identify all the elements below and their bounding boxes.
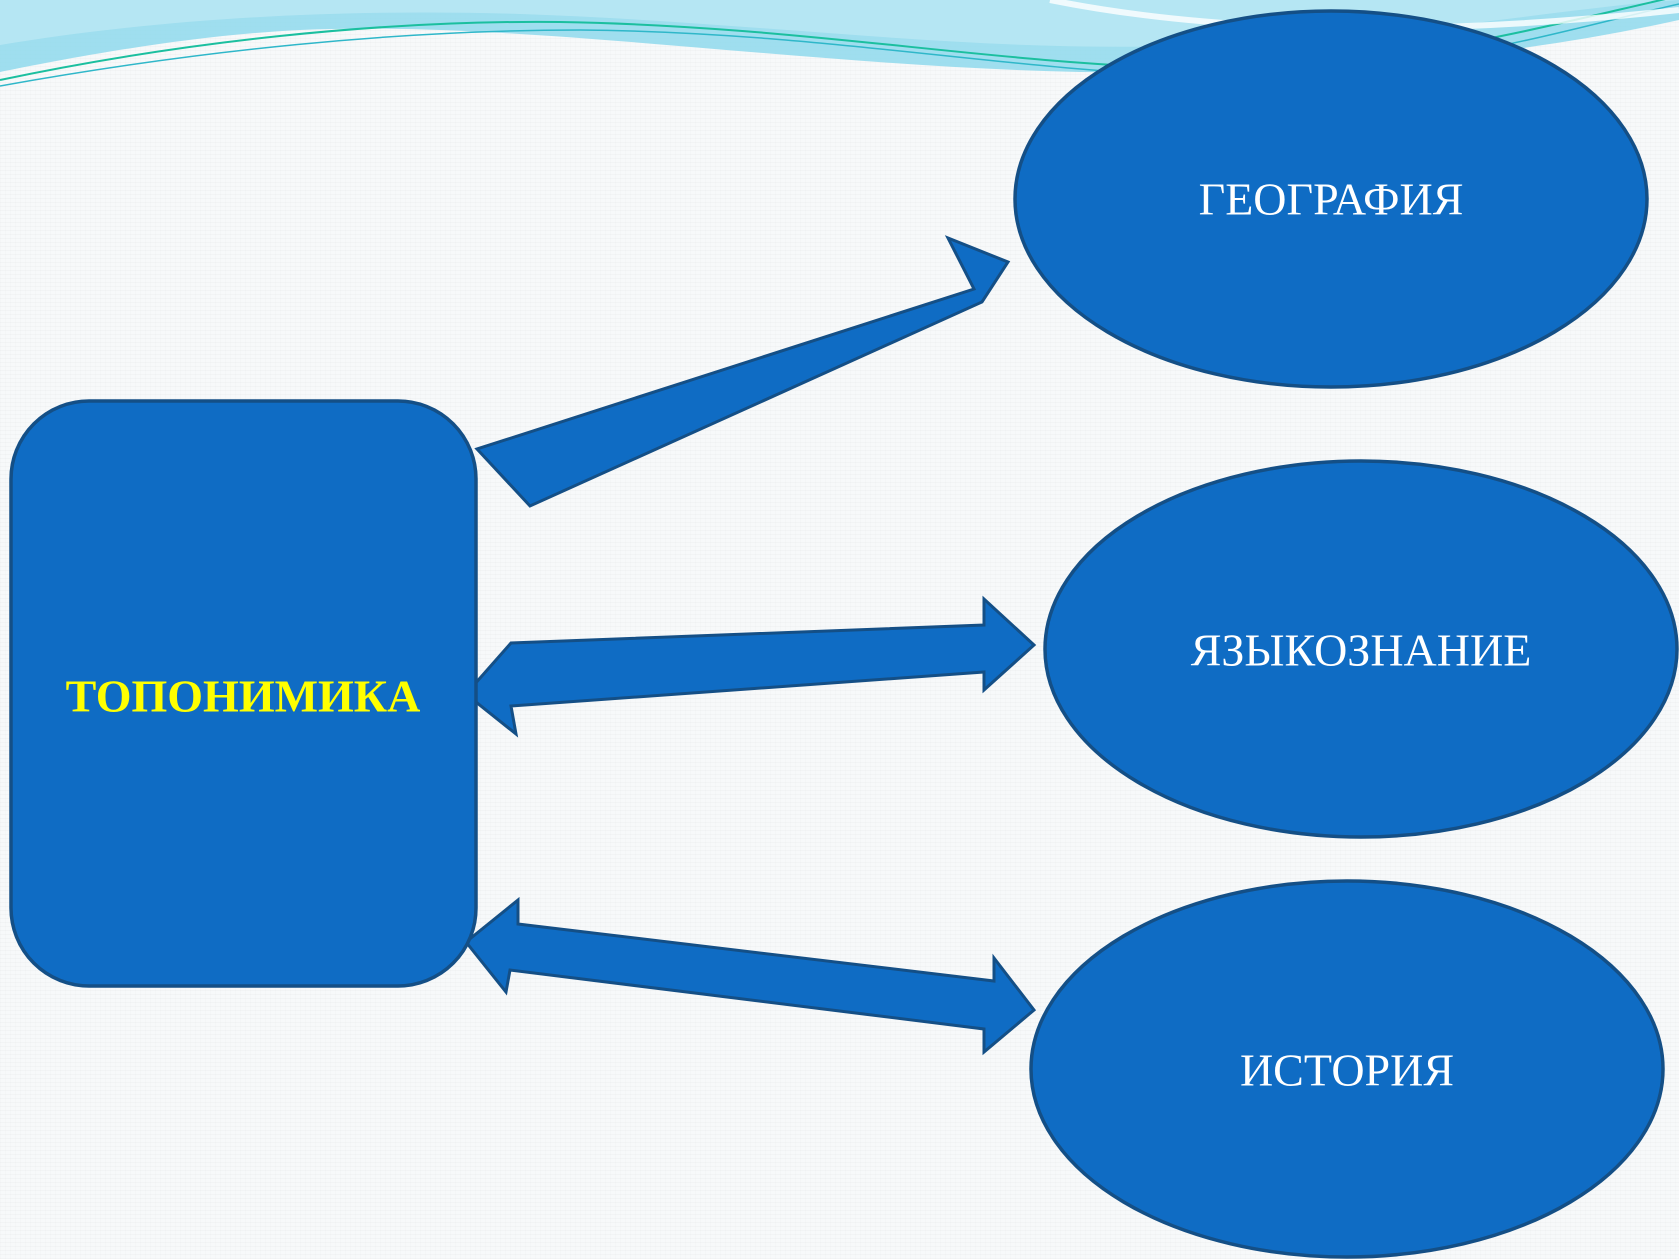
arrow-geography: [474, 235, 1011, 508]
history-label: ИСТОРИЯ: [1239, 1044, 1455, 1096]
history-ellipse: [1029, 879, 1665, 1259]
toponymy-label: ТОПОНИМИКА: [65, 670, 421, 722]
arrow-history: [463, 896, 1037, 1056]
linguistics-label: ЯЗЫКОЗНАНИЕ: [1190, 624, 1532, 676]
geography-ellipse: [1013, 9, 1649, 389]
arrow-linguistics: [463, 595, 1037, 738]
linguistics-ellipse: [1043, 459, 1679, 839]
geography-label: ГЕОГРАФИЯ: [1198, 173, 1464, 225]
toponymy-box: [9, 399, 478, 988]
